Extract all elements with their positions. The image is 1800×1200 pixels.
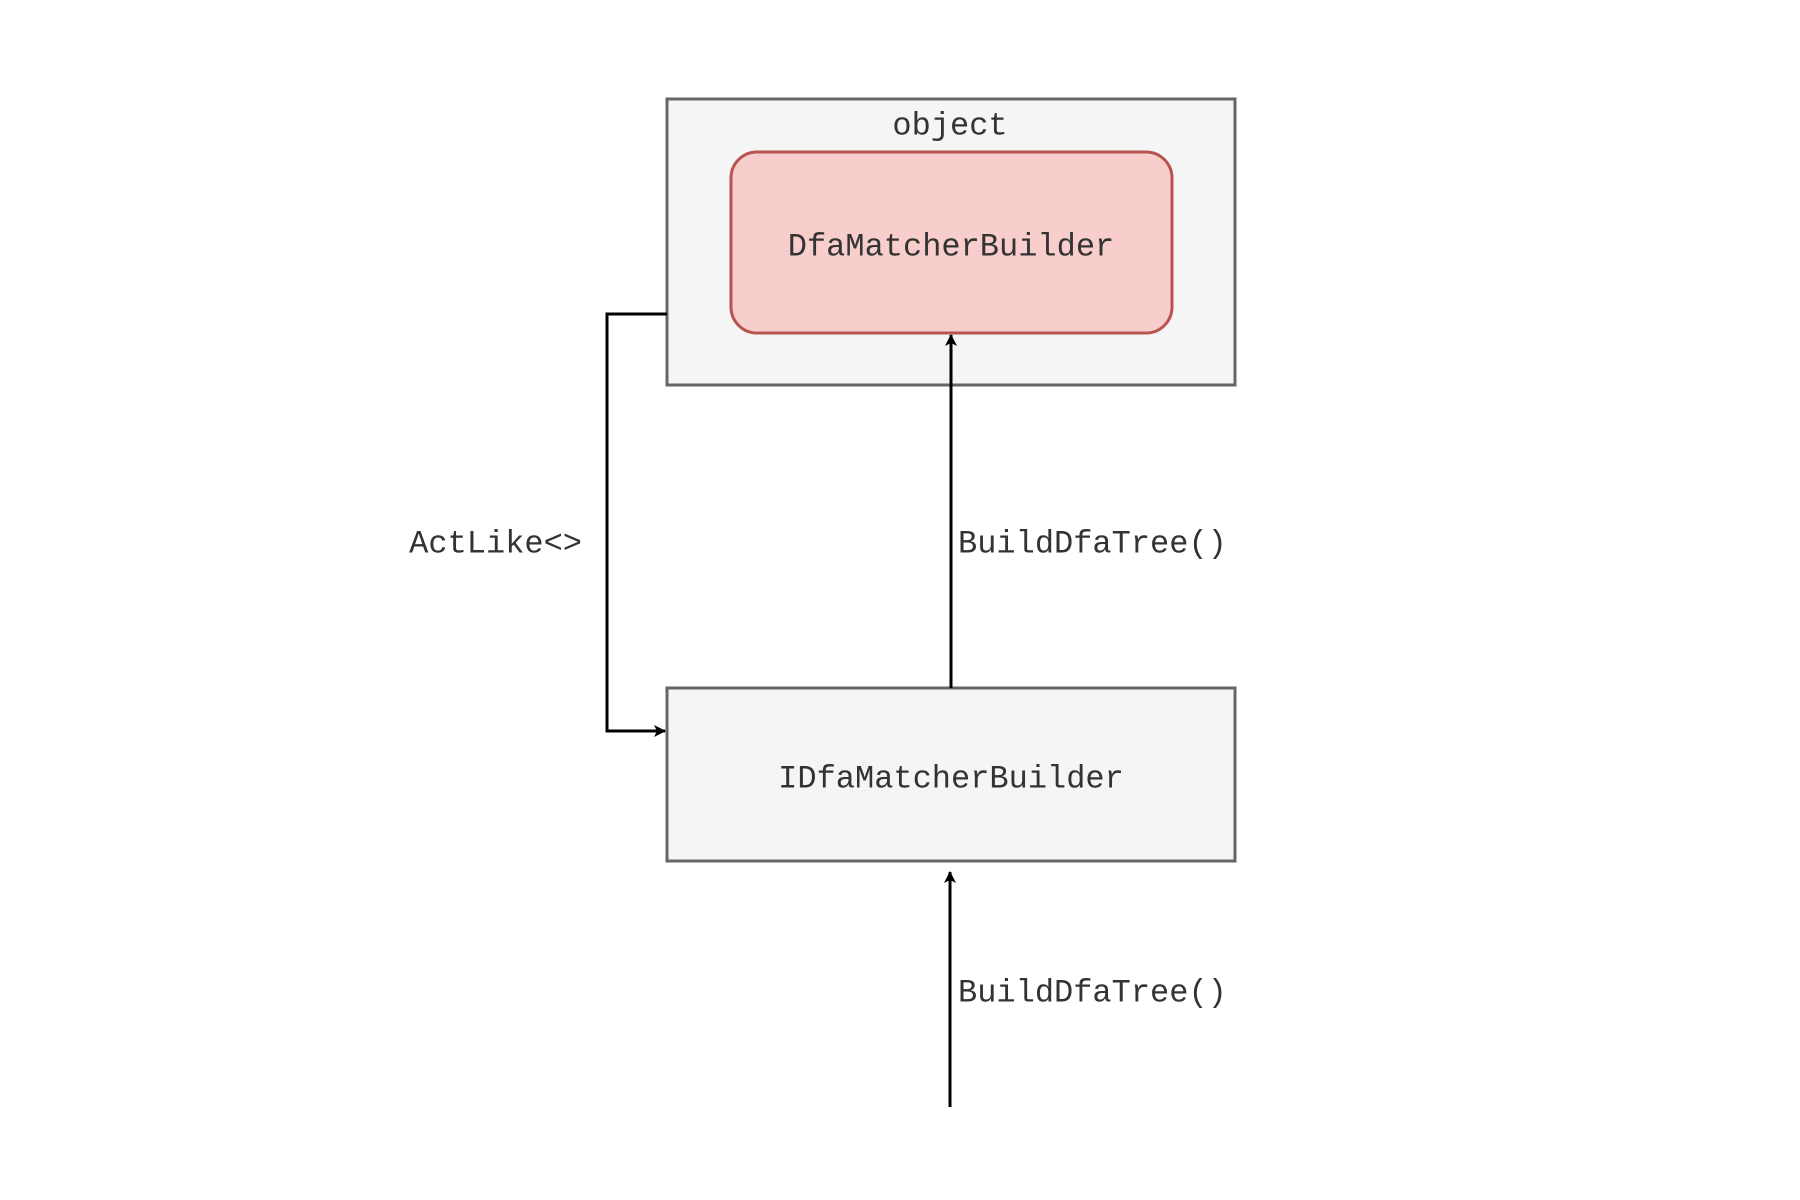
idfa-matcher-builder-label: IDfaMatcherBuilder	[778, 760, 1124, 797]
object-container-label: object	[892, 107, 1007, 144]
build-dfa-tree-upper-edge[interactable]: BuildDfaTree()	[945, 334, 1227, 688]
idfa-matcher-builder-node[interactable]: IDfaMatcherBuilder	[665, 686, 1237, 863]
act-like-edge-line	[605, 312, 667, 737]
dfa-matcher-builder-node[interactable]: DfaMatcherBuilder	[729, 150, 1174, 335]
dfa-matcher-builder-label: DfaMatcherBuilder	[788, 228, 1114, 265]
act-like-edge-label: ActLike<>	[409, 525, 582, 562]
build-dfa-tree-lower-edge-label: BuildDfaTree()	[958, 974, 1227, 1011]
dfa-matcher-builder-box	[729, 150, 1174, 335]
idfa-matcher-builder-box	[665, 686, 1237, 863]
build-dfa-tree-lower-edge[interactable]: BuildDfaTree()	[944, 871, 1227, 1107]
build-dfa-tree-upper-edge-label: BuildDfaTree()	[958, 525, 1227, 562]
act-like-edge[interactable]: ActLike<>	[409, 312, 667, 737]
